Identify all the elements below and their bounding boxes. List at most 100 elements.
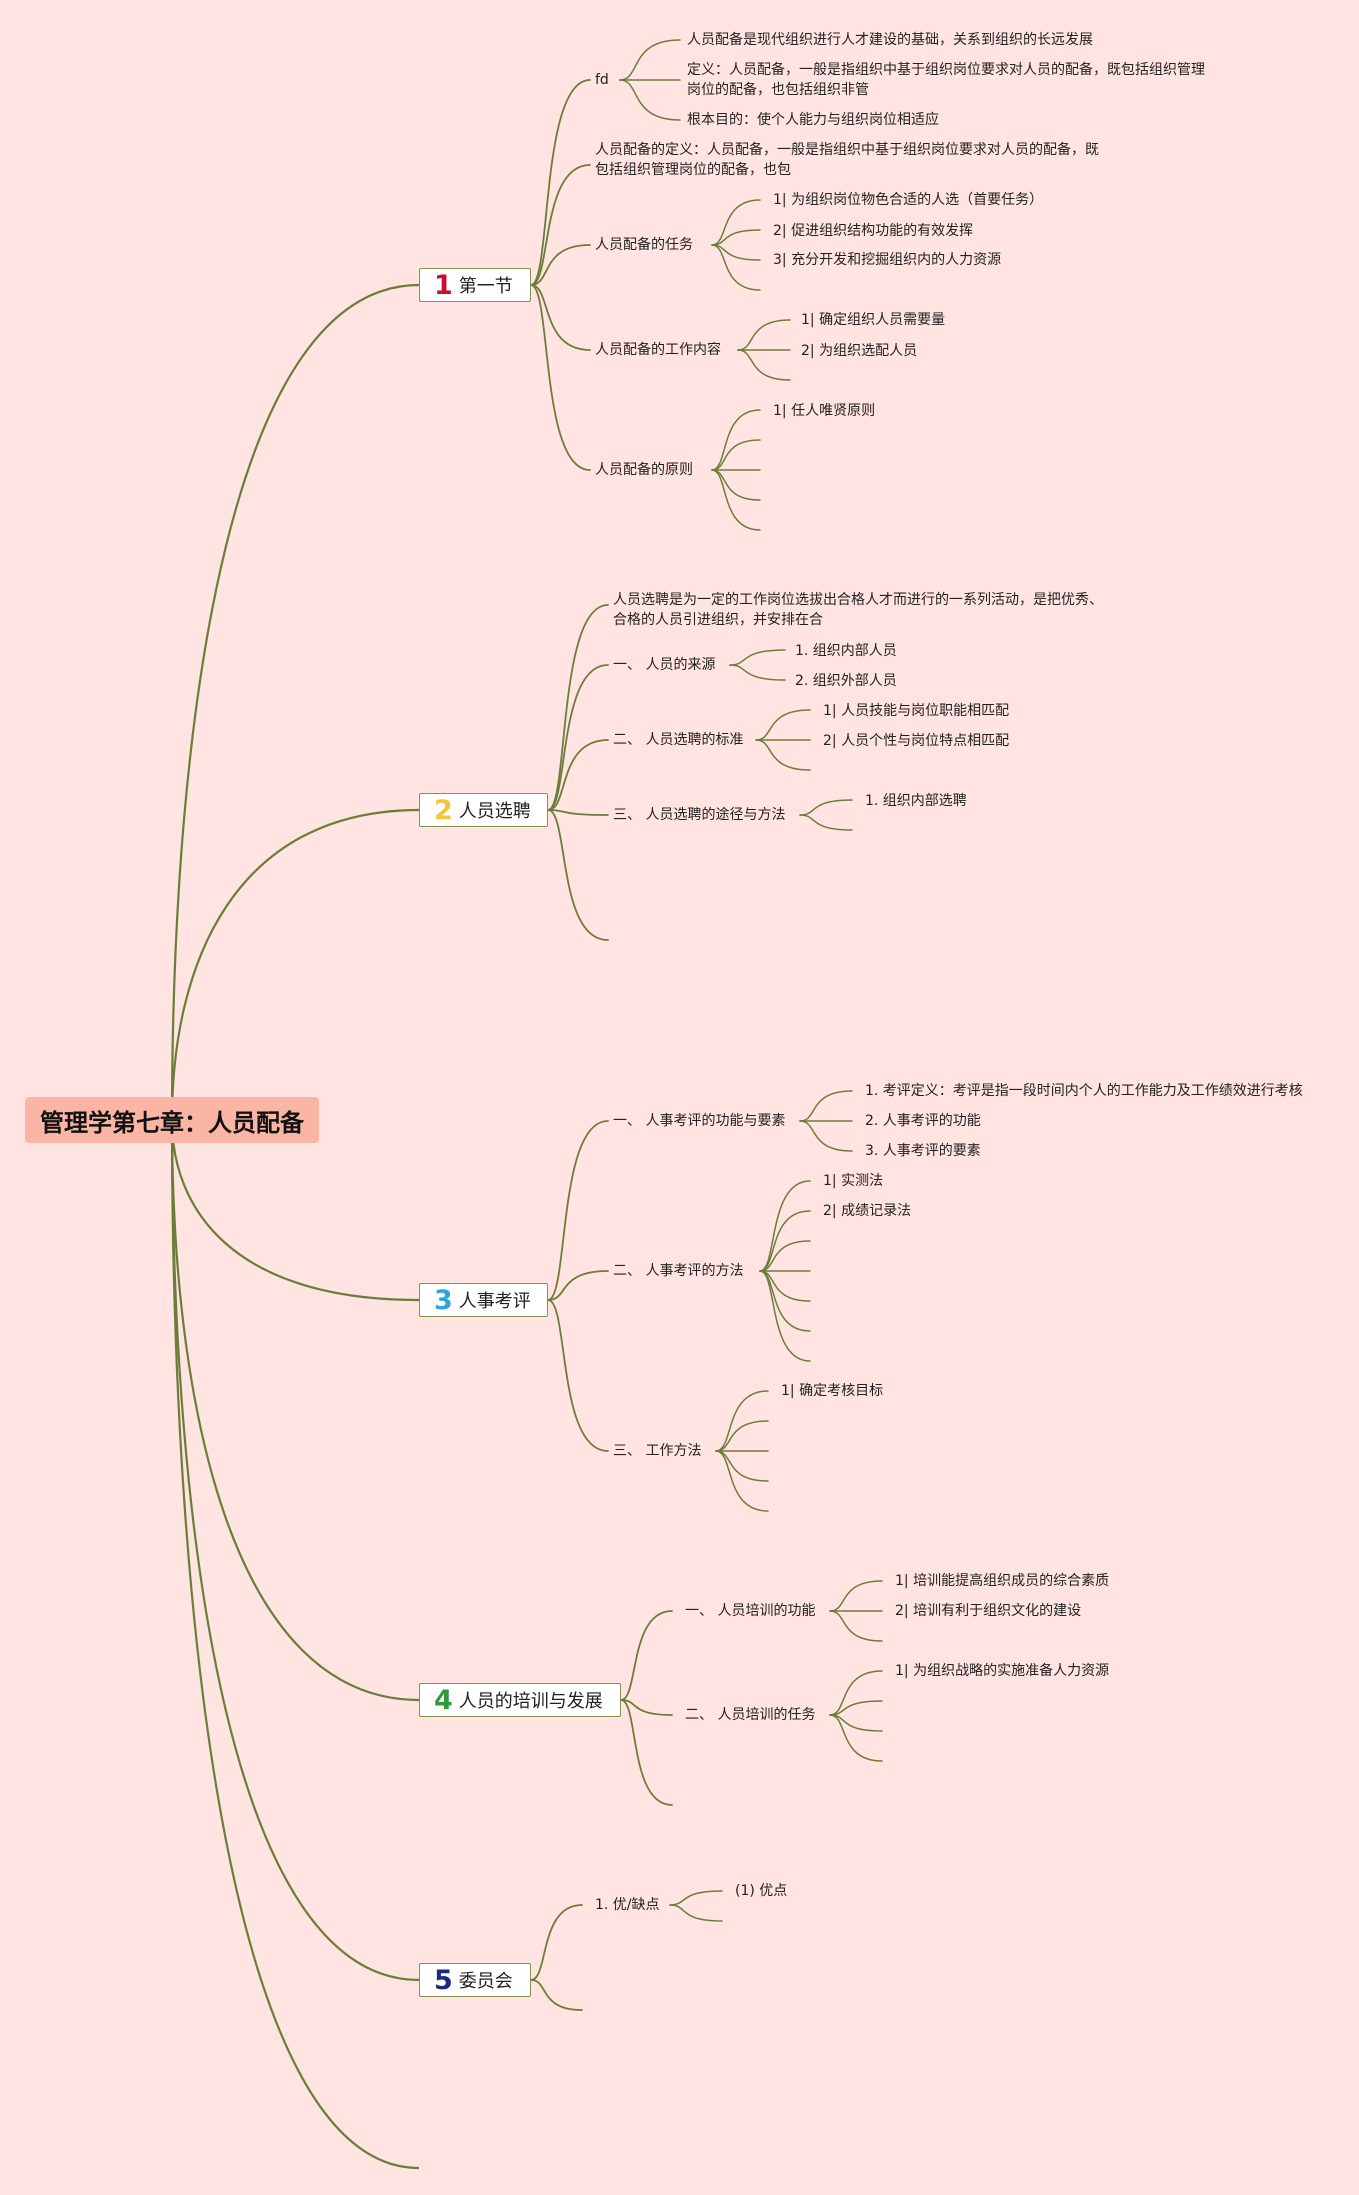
s1-fd-fan-0 — [619, 39, 681, 81]
section-5-number: 5 — [434, 1964, 453, 1996]
s3-branch-1 — [547, 1270, 609, 1301]
s3-func-item-2[interactable]: 2. 人事考评的功能 — [865, 1113, 981, 1129]
s4-task-node[interactable]: 二、 人员培训的任务 — [685, 1707, 816, 1723]
s1-task-node[interactable]: 人员配备的任务 — [595, 237, 693, 253]
s4-task-fan-1 — [829, 1700, 883, 1716]
s1-principle-fan-4 — [711, 469, 761, 531]
s1-principle-fan-0 — [711, 409, 761, 471]
s2-standard-node[interactable]: 二、 人员选聘的标准 — [613, 732, 744, 748]
central-topic-label: 管理学第七章：人员配备 — [40, 1108, 304, 1137]
section-3-node[interactable]: 3 人事考评 — [419, 1283, 548, 1317]
s3-work-fan-4 — [715, 1450, 769, 1512]
s4-func-fan-0 — [829, 1580, 883, 1612]
s3-func-fan-0 — [799, 1090, 853, 1122]
s3-func-item-1[interactable]: 1. 考评定义：考评是指一段时间内个人的工作能力及工作绩效进行考核 — [865, 1083, 1303, 1099]
s3-method-fan-2 — [759, 1240, 811, 1272]
s1-task-item-1[interactable]: 1| 为组织岗位物色合适的人选（首要任务） — [773, 192, 1044, 208]
section-2-label: 人员选聘 — [458, 801, 531, 822]
s1-task-item-2[interactable]: 2| 促进组织结构功能的有效发挥 — [773, 223, 974, 239]
s1-branch-2 — [530, 244, 591, 286]
s2-source-fan-0 — [729, 649, 786, 666]
s3-method-item-2[interactable]: 2| 成绩记录法 — [823, 1203, 912, 1219]
s1-task-fan-0 — [711, 199, 761, 246]
root-branch-1 — [170, 283, 420, 1121]
s1-branch-0 — [530, 79, 591, 286]
s4-task-fan-0 — [829, 1670, 883, 1716]
s2-standard-item-1[interactable]: 1| 人员技能与岗位职能相匹配 — [823, 703, 1010, 719]
s4-task-fan-3 — [829, 1714, 883, 1762]
section-2-number: 2 — [434, 794, 453, 826]
section-4-node[interactable]: 4 人员的培训与发展 — [419, 1683, 621, 1717]
s1-task-fan-2 — [711, 244, 761, 261]
s3-method-fan-1 — [759, 1210, 811, 1272]
section-3-number: 3 — [434, 1284, 453, 1316]
s1-work-fan-0 — [737, 319, 791, 351]
s4-func-item-2[interactable]: 2| 培训有利于组织文化的建设 — [895, 1603, 1082, 1619]
root-branch-4 — [170, 1119, 420, 1702]
s1-branch-3 — [530, 284, 591, 351]
section-1-label: 第一节 — [458, 276, 513, 297]
s5-branch-1 — [530, 1979, 583, 2011]
s1-work-node[interactable]: 人员配备的工作内容 — [595, 342, 721, 358]
s4-branch-0 — [620, 1610, 673, 1701]
s1-branch-1 — [530, 164, 591, 286]
root-branch-6 — [170, 1119, 420, 2170]
root-branch-2 — [170, 808, 420, 1121]
s2-branch-1 — [547, 664, 609, 811]
section-5-label: 委员会 — [458, 1971, 513, 1992]
s3-func-node[interactable]: 一、 人事考评的功能与要素 — [613, 1113, 786, 1129]
s4-branch-2 — [620, 1699, 673, 1806]
section-1-number: 1 — [434, 269, 453, 301]
s1-work-fan-2 — [737, 349, 791, 381]
s5-pros-item-1[interactable]: (1) 优点 — [735, 1883, 788, 1899]
s2-branch-2 — [547, 739, 609, 811]
s4-func-node[interactable]: 一、 人员培训的功能 — [685, 1603, 816, 1619]
s2-standard-fan-0 — [755, 709, 811, 741]
s2-branch-4 — [547, 809, 609, 941]
root-branch-5 — [170, 1119, 420, 1982]
s3-branch-2 — [547, 1299, 609, 1452]
s2-way-node[interactable]: 三、 人员选聘的途径与方法 — [613, 807, 786, 823]
s2-way-item-1[interactable]: 1. 组织内部选聘 — [865, 793, 967, 809]
s1-work-item-1[interactable]: 1| 确定组织人员需要量 — [801, 312, 946, 328]
s2-standard-fan-2 — [755, 739, 811, 771]
s2-way-fan-0 — [799, 799, 853, 816]
s1-task-fan-1 — [711, 229, 761, 246]
s1-work-item-2[interactable]: 2| 为组织选配人员 — [801, 343, 918, 359]
s1-fd-item-1[interactable]: 人员配备是现代组织进行人才建设的基础，关系到组织的长远发展 — [687, 32, 1093, 48]
s3-func-item-3[interactable]: 3. 人事考评的要素 — [865, 1143, 981, 1159]
section-4-number: 4 — [434, 1684, 453, 1716]
section-5-node[interactable]: 5 委员会 — [419, 1963, 531, 1997]
s3-work-node[interactable]: 三、 工作方法 — [613, 1443, 702, 1459]
section-2-node[interactable]: 2 人员选聘 — [419, 793, 548, 827]
s5-pros-node[interactable]: 1. 优/缺点 — [595, 1897, 660, 1913]
s5-branch-0 — [530, 1904, 583, 1981]
central-topic[interactable]: 管理学第七章：人员配备 — [25, 1097, 319, 1143]
s1-fd-node[interactable]: fd — [595, 72, 609, 88]
s3-method-fan-6 — [759, 1270, 811, 1362]
s3-method-item-1[interactable]: 1| 实测法 — [823, 1173, 884, 1189]
s2-way-fan-1 — [799, 814, 853, 831]
s1-task-item-3[interactable]: 3| 充分开发和挖掘组织内的人力资源 — [773, 252, 1002, 268]
s1-principle-node[interactable]: 人员配备的原则 — [595, 462, 693, 478]
s1-fd-item-2[interactable]: 定义：人员配备，一般是指组织中基于组织岗位要求对人员的配备，既包括组织管理岗位的… — [687, 62, 1205, 98]
s3-func-fan-2 — [799, 1120, 853, 1152]
s3-work-item-1[interactable]: 1| 确定考核目标 — [781, 1383, 884, 1399]
s1-principle-item-1[interactable]: 1| 任人唯贤原则 — [773, 403, 876, 419]
s2-source-node[interactable]: 一、 人员的来源 — [613, 657, 716, 673]
s2-source-item-2[interactable]: 2. 组织外部人员 — [795, 673, 897, 689]
s2-intro-node[interactable]: 人员选聘是为一定的工作岗位选拔出合格人才而进行的一系列活动，是把优秀、合格的人员… — [613, 592, 1103, 628]
s2-standard-item-2[interactable]: 2| 人员个性与岗位特点相匹配 — [823, 733, 1010, 749]
s5-pros-fan-0 — [669, 1890, 723, 1906]
s4-func-item-1[interactable]: 1| 培训能提高组织成员的综合素质 — [895, 1573, 1110, 1589]
s3-method-node[interactable]: 二、 人事考评的方法 — [613, 1263, 744, 1279]
s3-work-fan-0 — [715, 1390, 769, 1452]
s1-definition-node[interactable]: 人员配备的定义：人员配备，一般是指组织中基于组织岗位要求对人员的配备，既包括组织… — [595, 142, 1099, 178]
s2-source-item-1[interactable]: 1. 组织内部人员 — [795, 643, 897, 659]
s4-task-item-1[interactable]: 1| 为组织战略的实施准备人力资源 — [895, 1663, 1110, 1679]
section-1-node[interactable]: 1 第一节 — [419, 268, 531, 302]
s1-fd-item-3[interactable]: 根本目的：使个人能力与组织岗位相适应 — [687, 112, 939, 128]
s1-principle-fan-1 — [711, 439, 761, 471]
s5-pros-fan-1 — [669, 1904, 723, 1922]
